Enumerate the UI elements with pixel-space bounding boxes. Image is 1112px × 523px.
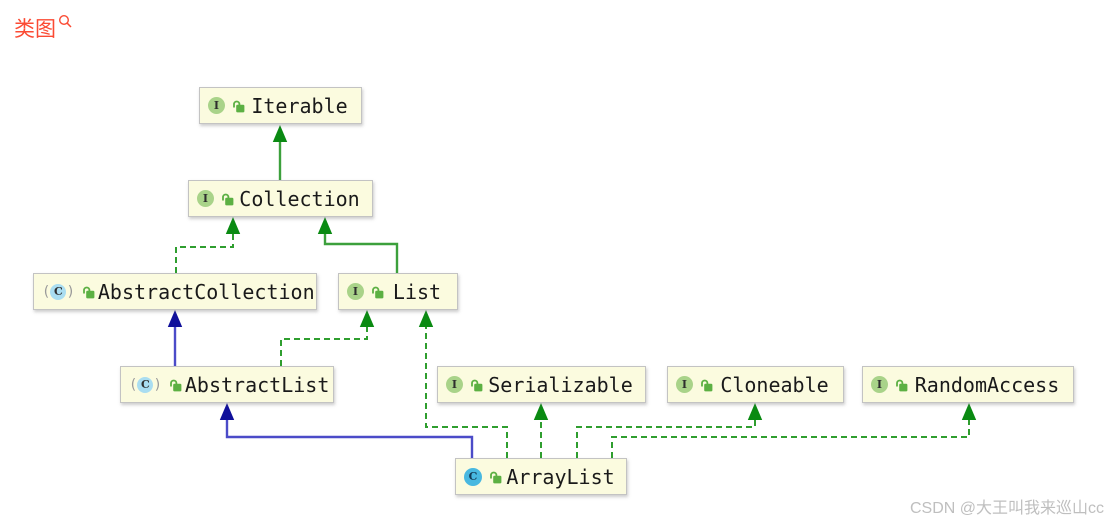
node-label: Collection (239, 186, 360, 211)
interface-icon: I (446, 376, 463, 393)
node-label: RandomAccess (914, 372, 1060, 397)
unlock-icon (372, 286, 384, 298)
class-node-collection[interactable]: I Collection (188, 180, 373, 217)
abstract-class-icon: (C) (129, 376, 162, 393)
interface-icon: I (871, 376, 888, 393)
edge-arraylist-implements-cloneable (576, 403, 763, 458)
unlock-icon (233, 100, 245, 112)
watermark: CSDN @大王叫我来巡山cc (909, 500, 1104, 517)
class-node-array-list[interactable]: C ArrayList (455, 458, 627, 495)
class-node-list[interactable]: I List (338, 273, 458, 310)
unlock-icon (471, 379, 483, 391)
edge-abstractlist-implements-list (280, 310, 375, 366)
node-label: Serializable (488, 372, 633, 397)
class-node-abstract-list[interactable]: (C) AbstractList (120, 366, 334, 403)
class-icon: C (464, 467, 482, 486)
class-node-abstract-collection[interactable]: (C) AbstractCollection (33, 273, 317, 310)
page-title: 类图 (14, 18, 56, 41)
interface-icon: I (347, 283, 364, 300)
interface-icon: I (208, 97, 225, 114)
node-label: AbstractCollection (97, 279, 315, 304)
node-label: List (392, 279, 442, 304)
class-node-random-access[interactable]: I RandomAccess (862, 366, 1074, 403)
edge-collection-extends-iterable (272, 125, 288, 180)
edge-list-extends-collection (317, 217, 399, 273)
unlock-icon (82, 286, 95, 298)
interface-icon: I (676, 376, 693, 393)
interface-icon: I (197, 190, 214, 207)
edge-arraylist-implements-randomaccess (611, 403, 977, 458)
page-header: 类图 (14, 14, 73, 42)
unlock-icon (896, 379, 908, 391)
edge-abstractcollection-implements-collection (175, 217, 241, 273)
edge-arraylist-implements-serializable (533, 403, 549, 458)
class-node-cloneable[interactable]: I Cloneable (667, 366, 844, 403)
unlock-icon (169, 379, 182, 391)
abstract-class-icon: (C) (42, 283, 75, 300)
class-node-serializable[interactable]: I Serializable (437, 366, 646, 403)
unlock-icon (701, 379, 713, 391)
node-label: ArrayList (506, 464, 615, 489)
magnifier-icon[interactable] (58, 14, 73, 29)
class-node-iterable[interactable]: I Iterable (199, 87, 362, 124)
node-label: AbstractList (184, 372, 330, 397)
edge-arraylist-extends-abstractlist (219, 403, 474, 458)
unlock-icon (490, 471, 502, 483)
unlock-icon (222, 193, 234, 205)
edge-abstractlist-extends-abstractcollection (167, 310, 183, 366)
node-label: Iterable (251, 93, 348, 118)
node-label: Cloneable (720, 372, 829, 397)
